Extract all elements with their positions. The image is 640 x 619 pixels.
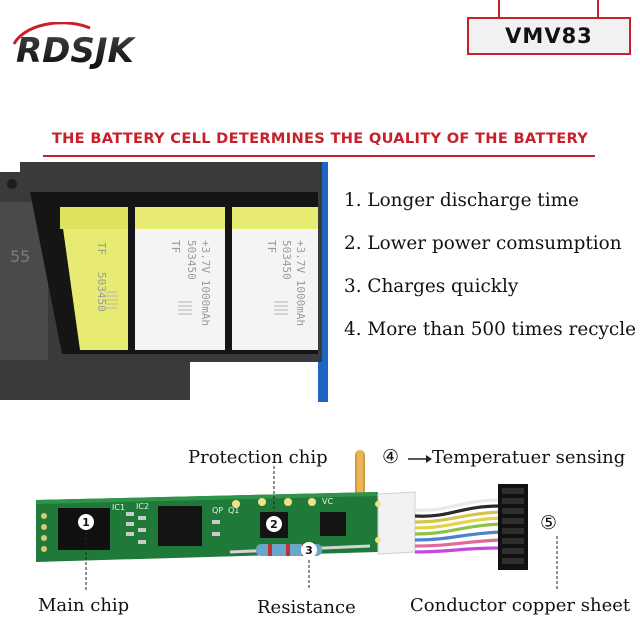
feature-item: 3. Charges quickly bbox=[344, 276, 519, 297]
marker-3: 3 bbox=[305, 544, 313, 557]
cell-2-model: 503450 bbox=[185, 240, 198, 280]
feature-item: 2. Lower power comsumption bbox=[344, 233, 622, 254]
cell-2-spec: +3.7V 1000mAh bbox=[199, 240, 212, 326]
protection-board-photo: IC1 IC2 QP Q1 VC 1 2 3 bbox=[36, 450, 558, 590]
headline-underline bbox=[43, 155, 595, 157]
feature-item: 4. More than 500 times recycle bbox=[344, 319, 636, 340]
badge-hanger-right bbox=[597, 0, 599, 18]
marker-5: ⑤ bbox=[540, 512, 558, 534]
cell-side-number: 55 bbox=[10, 247, 30, 266]
badge-hanger-left bbox=[498, 0, 500, 18]
label-resistance: Resistance bbox=[257, 597, 356, 618]
cell-2-brand: TF bbox=[169, 240, 182, 253]
label-main-chip: Main chip bbox=[38, 595, 130, 616]
cell-3-spec: +3.7V 1000mAh bbox=[294, 240, 307, 326]
cell-1-brand: TF bbox=[95, 242, 108, 255]
battery-cells-photo: 55 TF 503450 TF 503450 +3.7V 1000mAh TF … bbox=[0, 162, 328, 402]
cell-3-model: 503450 bbox=[280, 240, 293, 280]
marker-1: 1 bbox=[82, 516, 90, 529]
silk-ic1: IC1 bbox=[112, 503, 125, 512]
model-badge: VMV83 bbox=[467, 17, 631, 55]
marker-4: ④ bbox=[382, 446, 400, 468]
silk-ic2: IC2 bbox=[136, 502, 149, 511]
label-temperature-sensing: Temperatuer sensing bbox=[432, 447, 626, 468]
feature-item: 1. Longer discharge time bbox=[344, 190, 579, 211]
silk-q1: Q1 bbox=[228, 506, 239, 515]
silk-qp: QP bbox=[212, 506, 223, 515]
silk-vc: VC bbox=[322, 497, 333, 506]
label-protection-chip: Protection chip bbox=[188, 447, 328, 468]
label-conductor-copper-sheet: Conductor copper sheet bbox=[410, 595, 631, 616]
brand-logo: RDSJK bbox=[12, 22, 137, 71]
marker-2: 2 bbox=[270, 518, 278, 531]
cell-3-brand: TF bbox=[265, 240, 278, 253]
feature-list: 1. Longer discharge time 2. Lower power … bbox=[344, 189, 636, 361]
logo-text: RDSJK bbox=[16, 31, 137, 71]
cell-1-model: 503450 bbox=[95, 272, 108, 312]
headline: THE BATTERY CELL DETERMINES THE QUALITY … bbox=[51, 130, 589, 147]
